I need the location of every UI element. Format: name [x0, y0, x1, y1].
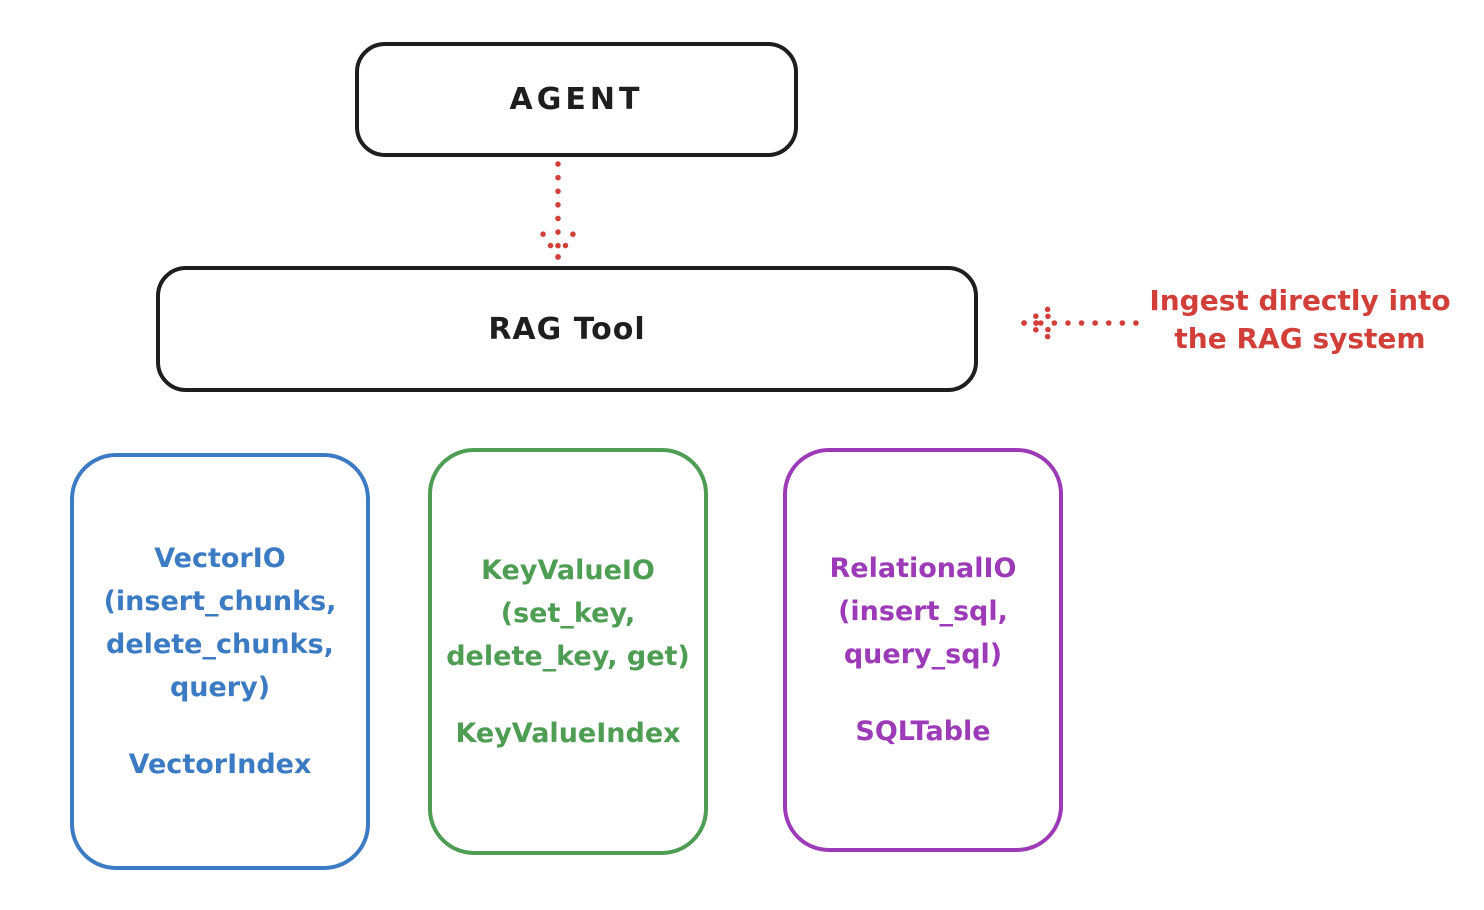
key-value-io-label: KeyValueIO (set_key, delete_key, get) — [446, 554, 690, 672]
rag-tool-node: RAG Tool — [156, 266, 978, 392]
vector-index-label: VectorIndex — [128, 749, 312, 780]
rag-tool-node-label: RAG Tool — [488, 311, 646, 347]
key-value-io-card: KeyValueIO (set_key, delete_key, get) Ke… — [428, 448, 708, 855]
vector-io-card: VectorIO (insert_chunks, delete_chunks, … — [70, 453, 370, 870]
key-value-index-label: KeyValueIndex — [455, 717, 681, 749]
relational-io-card: RelationalIO (insert_sql, query_sql) SQL… — [783, 448, 1063, 852]
agent-node-label: AGENT — [509, 82, 644, 117]
ingest-annotation-text: Ingest directly into the RAG system — [1149, 284, 1451, 355]
vector-io-label: VectorIO (insert_chunks, delete_chunks, … — [103, 543, 337, 703]
relational-io-label: RelationalIO (insert_sql, query_sql) — [829, 553, 1017, 670]
dotted-arrow-agent-to-rag-tool — [538, 161, 578, 260]
sql-table-label: SQLTable — [855, 716, 991, 747]
dotted-arrow-ingest-to-rag-tool — [1021, 305, 1139, 341]
agent-node: AGENT — [355, 42, 798, 157]
